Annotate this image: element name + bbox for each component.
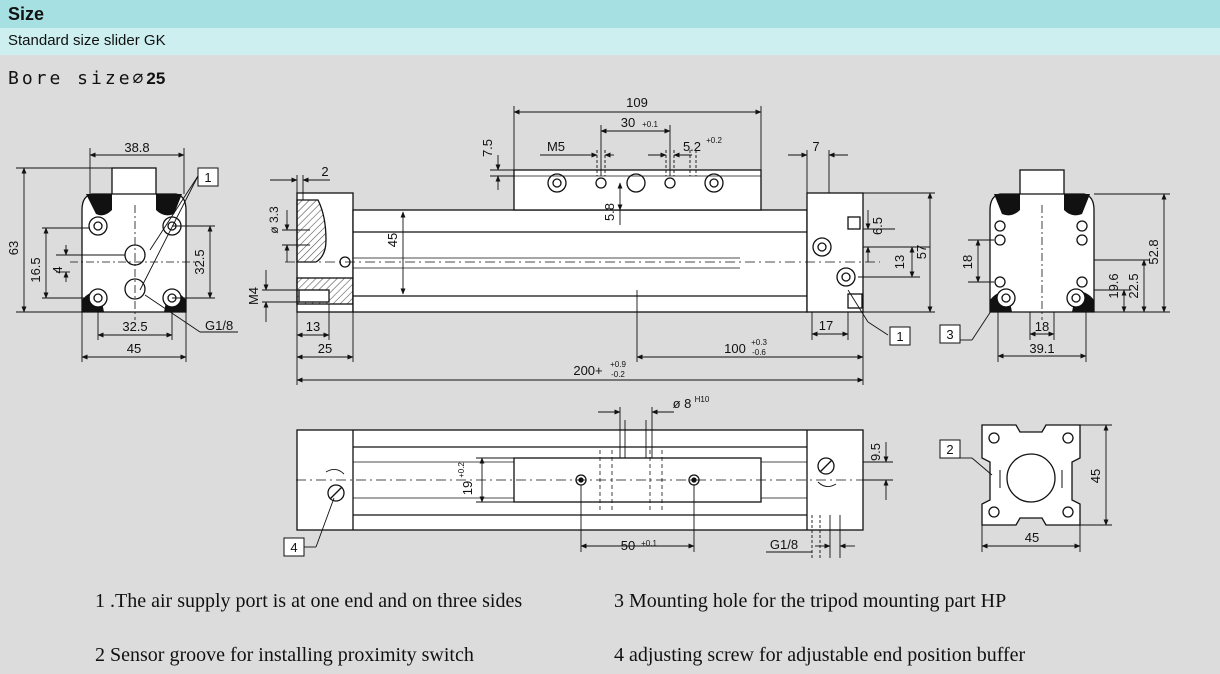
section-title: Size	[8, 4, 45, 24]
right-end-dims	[960, 193, 1170, 362]
dim-7: 7	[812, 139, 819, 154]
front-view	[285, 169, 880, 313]
bore-size-label: Bore size∅25	[8, 68, 166, 89]
dim-2: 2	[321, 164, 328, 179]
dim-13-vertical: 13	[892, 255, 907, 269]
dim-19: 19	[460, 481, 475, 495]
callout-1: 1	[204, 170, 211, 185]
callout-box	[939, 324, 961, 344]
dim-45-vertical: 45	[385, 233, 400, 247]
top-view	[296, 429, 880, 531]
dim-63: 63	[6, 241, 21, 255]
dim-25: 25	[318, 341, 332, 356]
profile-section	[981, 424, 1081, 526]
dim-39-1: 39.1	[1029, 341, 1054, 356]
dim-5-8: 5.8	[602, 203, 617, 221]
port-g1-8-top: G1/8	[770, 537, 798, 552]
profile-dims	[960, 424, 1112, 552]
dim-dia-8-tolerance: H10	[695, 395, 710, 404]
callout-box	[939, 439, 961, 459]
dim-22-5: 22.5	[1126, 273, 1141, 298]
section-header: Size	[0, 0, 1220, 28]
dim-m5: M5	[547, 139, 565, 154]
callout-box	[283, 537, 305, 557]
callout-3: 3	[946, 327, 953, 342]
dim-32-5-vertical: 32.5	[192, 249, 207, 274]
dim-109: 109	[626, 95, 648, 110]
subsection-title: Standard size slider GK	[8, 32, 166, 49]
port-g1-8: G1/8	[205, 318, 233, 333]
callout-box	[197, 167, 219, 187]
callout-1-front: 1	[896, 329, 903, 344]
dim-6-5: 6.5	[870, 217, 885, 235]
note-2: 2 Sensor groove for installing proximity…	[95, 644, 474, 666]
right-end-view	[989, 169, 1095, 320]
note-1: 1 .The air supply port is at one end and…	[95, 590, 523, 612]
subsection-header: Standard size slider GK	[0, 28, 1220, 55]
dim-17: 17	[819, 318, 833, 333]
left-end-dims	[16, 148, 238, 362]
dim-18-vertical: 18	[960, 255, 975, 269]
left-end-view	[70, 167, 200, 320]
note-4: 4 adjusting screw for adjustable end pos…	[614, 644, 1026, 666]
dim-18: 18	[1035, 319, 1049, 334]
dim-200-upper-tolerance: +0.9	[610, 360, 626, 369]
dim-dia-8: ø 8	[673, 396, 692, 411]
dim-45: 45	[127, 341, 141, 356]
callout-box	[889, 326, 911, 346]
dim-5-2: 5.2	[683, 139, 701, 154]
front-view-dims	[262, 106, 935, 385]
dim-57: 57	[914, 245, 929, 259]
dim-13: 13	[306, 319, 320, 334]
dim-100-lower-tolerance: -0.6	[752, 348, 766, 357]
dim-7-5: 7.5	[480, 139, 495, 157]
dim-38-8: 38.8	[124, 140, 149, 155]
dim-5-2-tolerance: +0.2	[706, 136, 722, 145]
dim-19-6: 19.6	[1106, 273, 1121, 298]
dim-45-profile-width: 45	[1025, 530, 1039, 545]
dim-19-tolerance: +0.2	[457, 462, 466, 478]
dim-50: 50	[621, 538, 635, 553]
dim-200: 200+	[573, 363, 602, 378]
dim-30: 30	[621, 115, 635, 130]
dim-100-upper-tolerance: +0.3	[751, 338, 767, 347]
dim-dia-3-3: ø 3.3	[267, 206, 281, 234]
dim-30-tolerance: +0.1	[642, 120, 658, 129]
technical-drawing: 1 38.8 63 16.5 4 32.5 32.5 45 G1/8	[6, 95, 1170, 558]
callout-2: 2	[946, 442, 953, 457]
top-view-dims	[304, 407, 893, 558]
dim-200-lower-tolerance: -0.2	[611, 370, 625, 379]
dim-16-5: 16.5	[28, 257, 43, 282]
dim-9-5: 9.5	[868, 443, 883, 461]
callout-4: 4	[290, 540, 297, 555]
dim-45-profile-height: 45	[1088, 469, 1103, 483]
dim-52-8: 52.8	[1146, 239, 1161, 264]
dim-4: 4	[50, 266, 65, 273]
dim-m4: M4	[246, 287, 261, 305]
dim-100: 100	[724, 341, 746, 356]
note-3: 3 Mounting hole for the tripod mounting …	[614, 590, 1007, 612]
dim-50-tolerance: +0.1	[641, 539, 657, 548]
dim-32-5: 32.5	[122, 319, 147, 334]
